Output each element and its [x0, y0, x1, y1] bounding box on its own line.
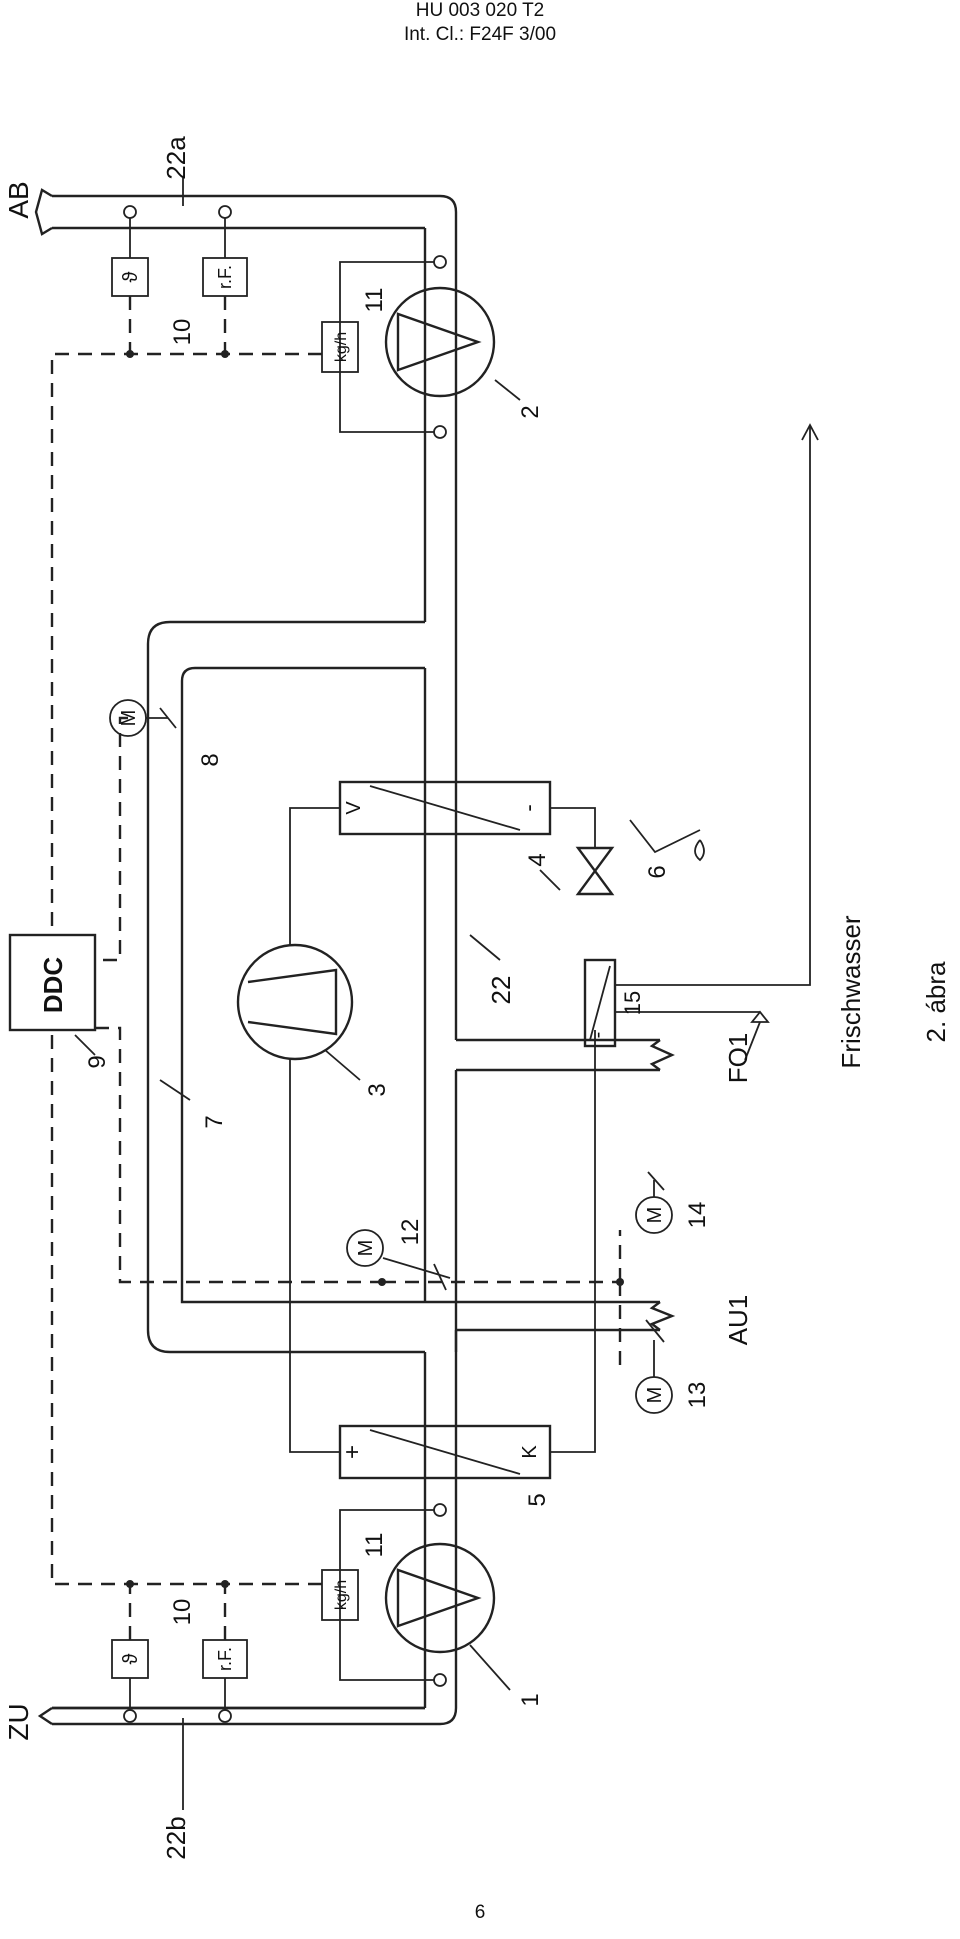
- fan-2: [384, 286, 496, 398]
- massflow-sensor-bottom-label: kg/h: [333, 1580, 350, 1610]
- control-wiring: [50, 352, 624, 1586]
- motor-14-symbol: M: [644, 1207, 666, 1224]
- ref-2: 2: [517, 405, 544, 418]
- humidity-sensor-bottom-label: r.F.: [215, 1647, 235, 1671]
- ref-1: 1: [517, 1693, 544, 1706]
- leader-lines: [74, 178, 561, 1810]
- fresh-water-line: [615, 423, 819, 1061]
- ref-9: 9: [84, 1055, 111, 1068]
- refrigerant-lines: [289, 807, 596, 1453]
- ddc-label: DDC: [38, 957, 68, 1014]
- condenser-mark-k: K: [519, 1445, 541, 1459]
- sensors-top: [111, 205, 248, 358]
- ddc-controller-box: [8, 933, 97, 1032]
- ref-15: 15: [620, 991, 645, 1015]
- temp-sensor-bottom-symbol: ϑ: [120, 1653, 142, 1664]
- int-classification: Int. Cl.: F24F 3/00: [403, 24, 557, 45]
- ref-14: 14: [684, 1202, 711, 1229]
- temp-sensor-top-symbol: ϑ: [120, 271, 142, 282]
- port-ab-label: AB: [3, 181, 34, 218]
- ref-12: 12: [397, 1219, 424, 1246]
- figure-caption: 2. ábra: [921, 961, 951, 1042]
- condenser-mark-plus: +: [339, 1445, 366, 1459]
- main-air-duct: [52, 194, 660, 1726]
- evaporator-mark-minus: -: [516, 804, 541, 811]
- ref-6: 6: [644, 865, 671, 878]
- massflow-sensor-top-label: kg/h: [333, 332, 350, 362]
- damper-motor-12: [346, 1229, 451, 1291]
- ref-22b: 22b: [161, 1816, 191, 1859]
- port-au1-label: AU1: [723, 1295, 753, 1346]
- flow-measurement-bottom: [321, 1503, 447, 1687]
- damper-motor-14: [635, 1171, 673, 1234]
- ref-8: 8: [197, 753, 224, 766]
- ref-22a: 22a: [161, 136, 191, 180]
- ref-7: 7: [201, 1115, 228, 1128]
- damper-motor-8: [109, 699, 177, 737]
- ref-5: 5: [524, 1493, 551, 1506]
- ref-11-bottom: 11: [361, 1533, 388, 1558]
- document-id: HU 003 020 T2: [415, 0, 545, 21]
- ref-10-bottom: 10: [169, 1599, 196, 1626]
- ab-duct-end: [34, 188, 53, 236]
- valve-6: [575, 846, 615, 896]
- motor-8-symbol: M: [118, 710, 140, 727]
- evaporator-4: [338, 780, 552, 836]
- ref-11-top: 11: [361, 288, 388, 313]
- sprayer-mark-minus: -: [587, 1032, 609, 1039]
- compressor-3: [236, 943, 354, 1061]
- fresh-water-label: Frischwasser: [836, 915, 866, 1068]
- ref-22: 22: [486, 976, 516, 1005]
- sprayer-15: [583, 958, 617, 1048]
- port-zu-label: ZU: [3, 1703, 34, 1740]
- ref-4: 4: [524, 853, 551, 866]
- drain-symbol: [629, 819, 705, 862]
- ref-13: 13: [684, 1382, 711, 1409]
- zu-duct-end: [37, 1707, 53, 1725]
- motor-12-symbol: M: [355, 1240, 377, 1257]
- humidity-sensor-top-label: r.F.: [215, 265, 235, 289]
- au1-duct-end: [649, 1301, 676, 1331]
- page-number: 6: [474, 1902, 486, 1923]
- ref-10-top: 10: [169, 319, 196, 346]
- port-fo1-label: FO1: [723, 1033, 753, 1084]
- condenser-5: [338, 1424, 552, 1480]
- damper-motor-13: [635, 1319, 673, 1414]
- flow-measurement-top: [321, 255, 447, 439]
- fo1-duct-end: [649, 1039, 675, 1071]
- fan-1: [384, 1542, 496, 1654]
- ref-3: 3: [364, 1083, 391, 1096]
- evaporator-mark-v: V: [343, 801, 365, 815]
- sensors-bottom: [111, 1580, 248, 1723]
- motor-13-symbol: M: [644, 1387, 666, 1404]
